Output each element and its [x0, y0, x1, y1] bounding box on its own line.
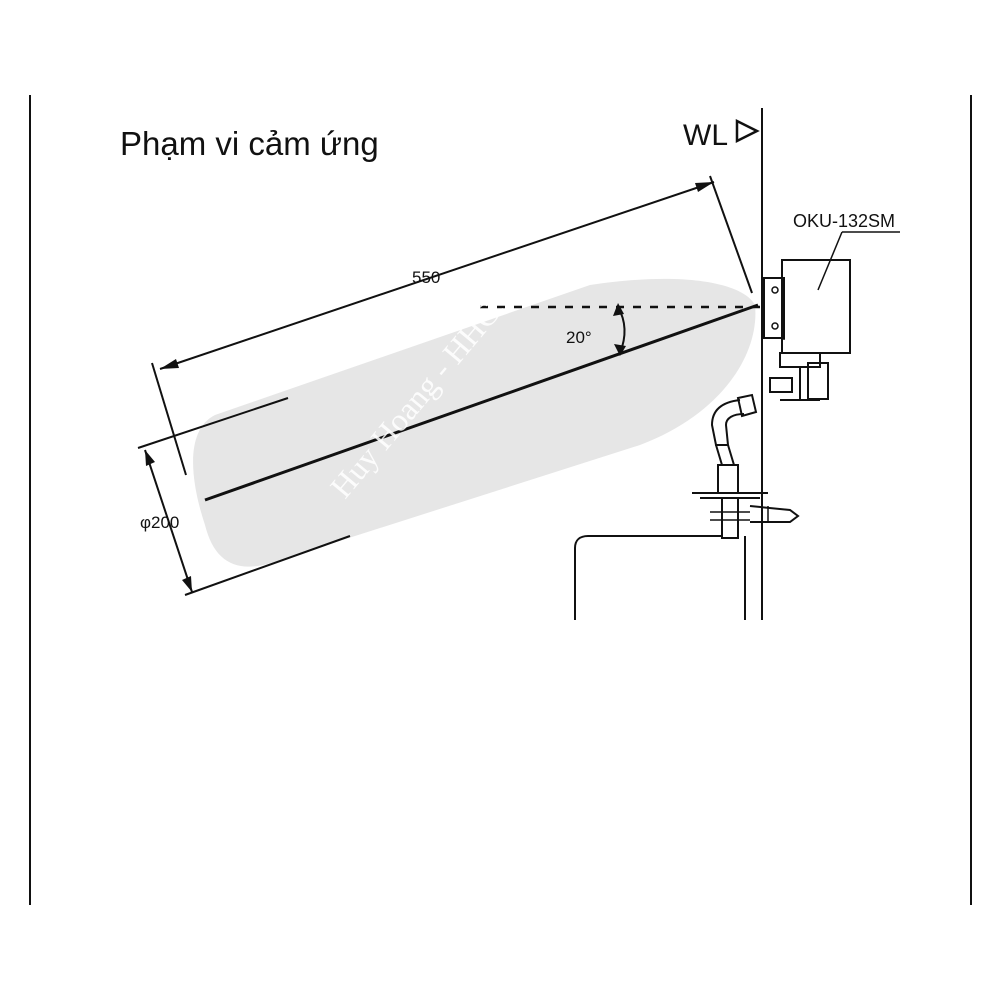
angle-arrow-bottom — [614, 344, 626, 356]
bracket-nut-right — [807, 362, 829, 400]
diameter-dimension-line — [144, 449, 193, 593]
wall-line-marker-icon — [735, 118, 760, 144]
valve-body — [710, 399, 745, 446]
wall-line-label: WL — [683, 119, 728, 152]
sensing-axis-line — [204, 303, 759, 502]
diameter-arrow-bottom — [182, 576, 192, 592]
diagram-title: Phạm vi cảm ứng — [120, 125, 379, 162]
control-box — [781, 259, 851, 354]
angle-label: 20° — [566, 328, 592, 347]
diameter-label: φ200 — [140, 513, 179, 532]
pipe-bend — [715, 444, 736, 466]
length-arrow-right — [695, 182, 714, 192]
mounting-screw-top — [771, 286, 779, 294]
pipe-coupling — [717, 464, 739, 494]
length-arrow-left — [160, 359, 179, 369]
mounting-screw-bottom — [771, 322, 779, 330]
bracket-upper — [779, 352, 821, 368]
length-dimension-line — [159, 181, 715, 370]
sensing-zone — [193, 278, 756, 567]
diameter-extension-bottom — [184, 535, 351, 596]
supply-fitting — [749, 505, 800, 523]
valve-flange — [736, 393, 758, 418]
length-label: 550 — [412, 268, 440, 287]
model-label: OKU-132SM — [793, 211, 895, 231]
diameter-extension-top — [137, 397, 289, 449]
pipe-lower — [721, 497, 739, 539]
length-extension-left — [151, 362, 187, 476]
urinal-outline — [574, 535, 722, 620]
length-extension-right — [709, 175, 753, 294]
diameter-arrow-top — [145, 450, 155, 466]
angle-arrow-top — [613, 303, 624, 316]
bracket-nut-left — [769, 377, 793, 393]
